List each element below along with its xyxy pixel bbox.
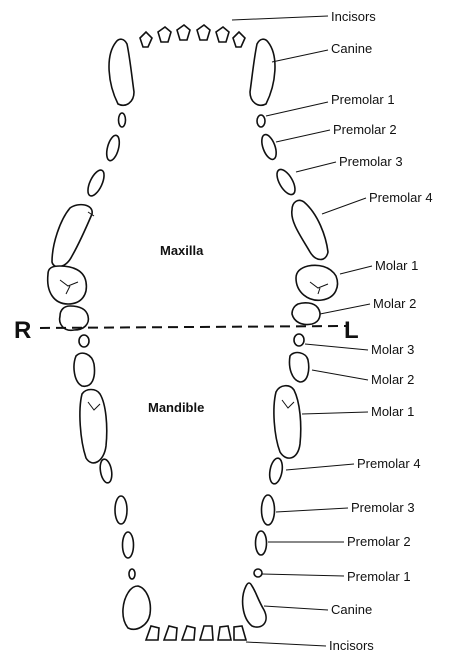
label-lower-molar3: Molar 3 xyxy=(371,342,414,357)
label-lower-premolar2: Premolar 2 xyxy=(347,534,411,549)
leader-upper-premolar4 xyxy=(322,198,366,214)
lower-premolar4-left xyxy=(268,457,284,485)
upper-premolar2-left xyxy=(259,133,279,162)
lower-incisor-r3 xyxy=(146,626,159,640)
upper-molar2-right xyxy=(60,306,89,330)
label-upper-molar2: Molar 2 xyxy=(373,296,416,311)
label-lower-canine: Canine xyxy=(331,602,372,617)
lower-premolar2-left xyxy=(256,531,267,555)
lower-canine-right xyxy=(123,586,150,629)
lower-canine-left xyxy=(243,583,266,627)
leader-lower-premolar3 xyxy=(276,508,348,512)
leader-upper-molar1 xyxy=(340,266,372,274)
upper-incisor-l3 xyxy=(233,32,245,47)
lower-premolar3-right xyxy=(115,496,127,524)
upper-premolar2-right xyxy=(104,134,121,162)
upper-incisor-r2 xyxy=(158,27,171,42)
label-lower-premolar4: Premolar 4 xyxy=(357,456,421,471)
label-upper-premolar1: Premolar 1 xyxy=(331,92,395,107)
lower-molar1-left xyxy=(274,386,301,458)
lower-incisor-l3 xyxy=(234,626,246,640)
leader-lower-premolar1 xyxy=(262,574,344,576)
label-lower-incisors: Incisors xyxy=(329,638,374,653)
leader-lower-molar2 xyxy=(312,370,368,380)
label-upper-incisors: Incisors xyxy=(331,9,376,24)
side-label-right: R xyxy=(14,317,31,344)
lower-molar3-left xyxy=(294,334,304,346)
leader-upper-premolar3 xyxy=(296,162,336,172)
lower-premolar1-right xyxy=(129,569,135,579)
upper-premolar4-left xyxy=(292,200,328,259)
maxilla-label: Maxilla xyxy=(160,243,204,258)
leader-lower-premolar4 xyxy=(286,464,354,470)
upper-canine-right xyxy=(109,39,134,105)
upper-incisor-l2 xyxy=(216,27,229,42)
label-upper-premolar4: Premolar 4 xyxy=(369,190,433,205)
upper-molar1-left xyxy=(296,265,337,300)
leader-lower-molar1 xyxy=(302,412,368,414)
label-lower-premolar1: Premolar 1 xyxy=(347,569,411,584)
lower-incisors xyxy=(146,626,246,640)
side-label-left: L xyxy=(344,317,359,344)
leader-lower-canine xyxy=(264,606,328,610)
upper-incisors xyxy=(140,25,245,47)
upper-incisor-r3 xyxy=(140,32,152,47)
mandible-label: Mandible xyxy=(148,400,204,415)
lower-incisor-r2 xyxy=(164,626,177,640)
lower-premolar3-left xyxy=(262,495,275,525)
lower-incisor-r1 xyxy=(182,626,195,640)
leader-lower-molar3 xyxy=(305,344,368,350)
upper-canine-left xyxy=(250,39,275,105)
leader-upper-premolar2 xyxy=(276,130,330,142)
upper-premolar1-right xyxy=(119,113,126,127)
label-upper-premolar3: Premolar 3 xyxy=(339,154,403,169)
lower-premolar1-left xyxy=(254,569,262,577)
label-upper-premolar2: Premolar 2 xyxy=(333,122,397,137)
lower-molar2-left xyxy=(289,353,308,382)
lower-premolar4-right xyxy=(98,458,113,484)
lower-incisor-l2 xyxy=(218,626,231,640)
label-upper-canine: Canine xyxy=(331,41,372,56)
label-lower-molar1: Molar 1 xyxy=(371,404,414,419)
upper-premolar4-right xyxy=(52,205,92,267)
lower-premolar2-right xyxy=(123,532,134,558)
lower-molar1-right xyxy=(80,390,107,463)
leader-upper-canine xyxy=(272,50,328,62)
upper-incisor-r1 xyxy=(177,25,190,40)
upper-premolar1-left xyxy=(257,115,265,127)
leader-lower-incisors xyxy=(246,642,326,646)
upper-premolar3-right xyxy=(85,168,108,198)
lower-molar3-right xyxy=(79,335,89,347)
leader-upper-incisors xyxy=(232,16,328,20)
upper-premolar3-left xyxy=(273,167,298,198)
leader-upper-premolar1 xyxy=(266,102,328,116)
lower-molar2-right xyxy=(74,353,95,386)
label-lower-premolar3: Premolar 3 xyxy=(351,500,415,515)
leader-upper-molar2 xyxy=(320,304,370,314)
upper-molar2-left xyxy=(292,303,320,325)
lower-incisor-l1 xyxy=(200,626,213,640)
label-lower-molar2: Molar 2 xyxy=(371,372,414,387)
label-upper-molar1: Molar 1 xyxy=(375,258,418,273)
upper-incisor-l1 xyxy=(197,25,210,40)
